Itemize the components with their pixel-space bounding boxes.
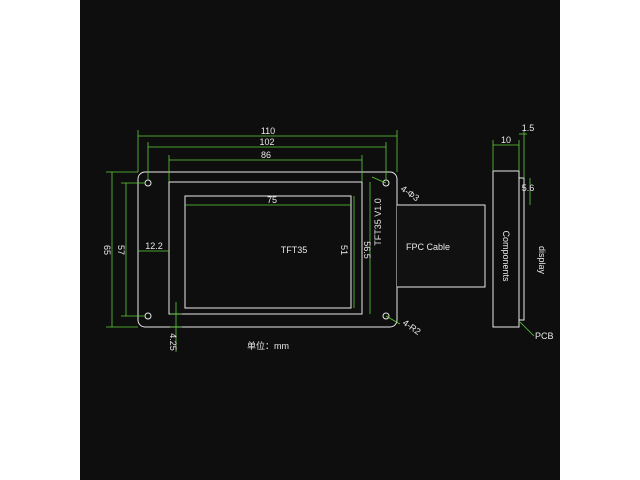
lcd-bezel	[168, 181, 363, 315]
label-offset-4-25: 4.25	[168, 333, 178, 351]
label-height-57: 57	[116, 245, 126, 255]
label-hole-callout: 4-Φ3	[399, 183, 421, 203]
dim-height-65	[106, 171, 138, 328]
label-width-110: 110	[261, 126, 275, 136]
label-width-75: 75	[267, 195, 277, 205]
fpc-cable	[397, 204, 486, 288]
label-display: display	[537, 246, 547, 275]
label-height-56-5: 56.5	[362, 241, 372, 259]
dim-pcb-1-5	[519, 130, 527, 178]
label-height-51: 51	[339, 245, 349, 255]
dim-width-110	[137, 130, 398, 172]
label-model: TFT35	[281, 245, 308, 255]
label-width-102: 102	[259, 137, 274, 147]
label-components: Components	[501, 230, 511, 282]
leader-hole	[371, 176, 387, 184]
dim-thickness-10	[492, 140, 520, 171]
label-side-offset: 5.6	[522, 183, 535, 193]
dim-height-57	[121, 182, 145, 317]
label-width-86: 86	[261, 150, 271, 160]
label-board-version: TFT35 V1.0	[373, 198, 383, 246]
mount-hole-bottom-left	[144, 312, 152, 320]
side-view-pcb	[518, 177, 525, 321]
label-pcb-thickness: 1.5	[522, 123, 535, 133]
dim-offset-4-25	[170, 302, 182, 352]
label-offset-12-2: 12.2	[145, 241, 163, 251]
mount-hole-bottom-right	[382, 312, 390, 320]
label-pcb: PCB	[535, 331, 554, 341]
active-area	[184, 195, 352, 309]
label-height-65: 65	[102, 245, 112, 255]
label-unit: 单位：mm	[247, 340, 289, 351]
label-fpc-cable: FPC Cable	[406, 242, 450, 252]
mount-hole-top-left	[144, 179, 152, 187]
leader-radius	[385, 315, 401, 325]
label-radius-callout: 4-R2	[401, 317, 423, 336]
dim-width-86	[168, 155, 363, 182]
dim-width-102	[147, 142, 387, 180]
leader-pcb	[519, 321, 535, 337]
label-thickness-10: 10	[501, 135, 511, 145]
